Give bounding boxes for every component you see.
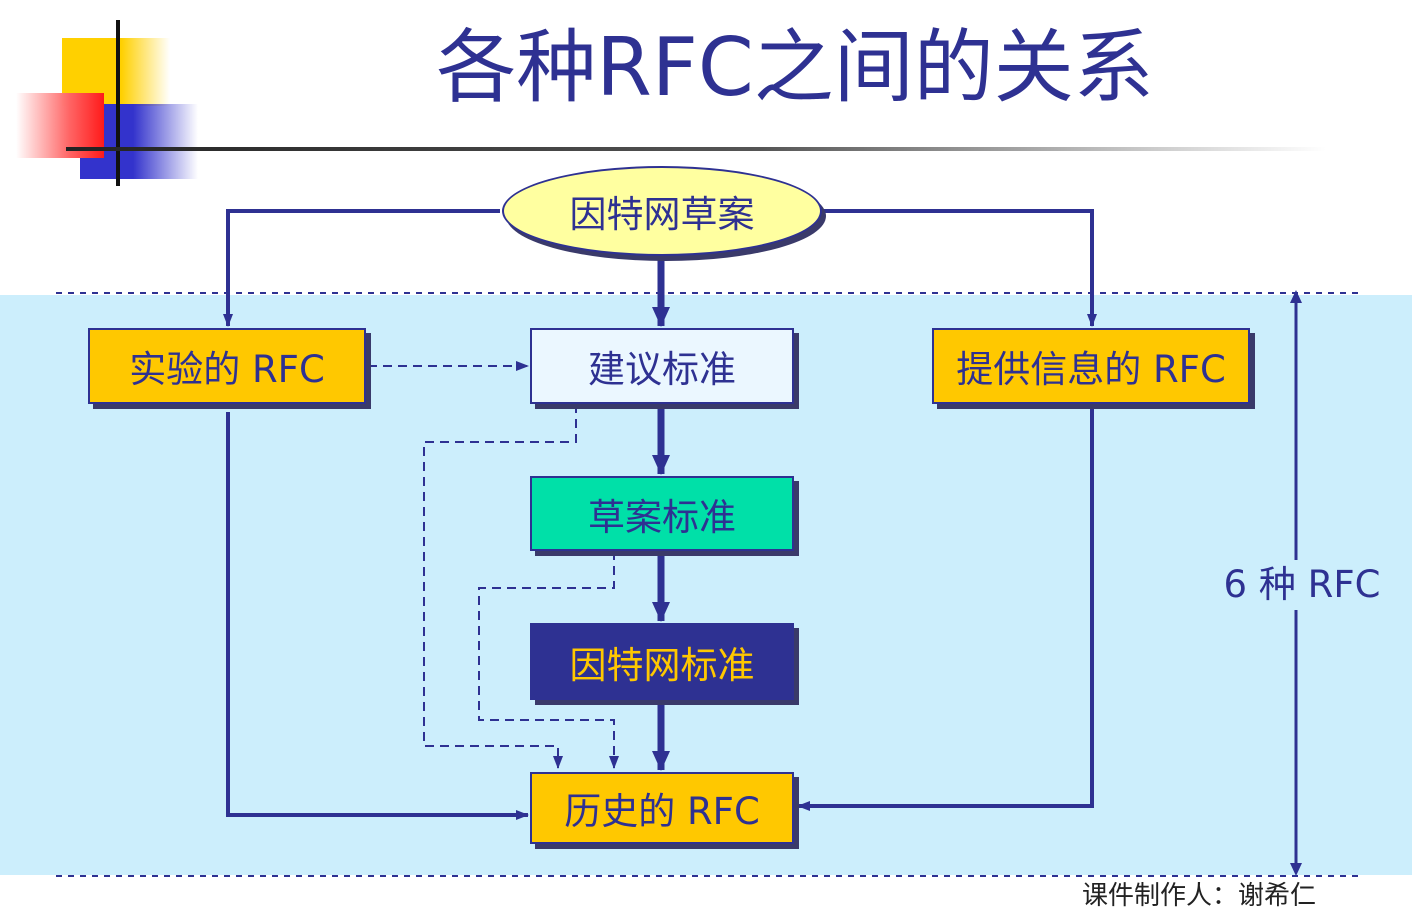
- draft-to-experimental-arrow: [223, 209, 500, 327]
- decor-horizontal-line: [66, 147, 1326, 151]
- rfc-count-label: 6 种 RFC: [1212, 560, 1392, 610]
- count-bracket-bottom-arrow: [1290, 863, 1302, 876]
- draft-to-informational-arrow: [824, 209, 1097, 327]
- historic-rfc-node: 历史的 RFC: [530, 772, 794, 844]
- proposed-to-historic-dashed-arrow: [423, 404, 577, 769]
- experimental-rfc-node: 实验的 RFC: [88, 328, 366, 404]
- slide-title: 各种RFC之间的关系: [436, 21, 1154, 114]
- count-bracket-top-arrow: [1290, 290, 1302, 303]
- internet-draft-node: 因特网草案: [502, 166, 822, 256]
- draft-standard-node: 草案标准: [530, 476, 794, 551]
- proposed-standard-node: 建议标准: [530, 328, 794, 404]
- author-credit: 课件制作人：谢希仁: [1082, 881, 1317, 911]
- internet-standard-node: 因特网标准: [530, 623, 794, 700]
- informational-rfc-node: 提供信息的 RFC: [932, 328, 1250, 404]
- draft-standard-to-historic-dashed-arrow: [478, 551, 619, 769]
- informational-to-historic-arrow: [797, 406, 1094, 811]
- experimental-to-historic-arrow: [226, 412, 529, 820]
